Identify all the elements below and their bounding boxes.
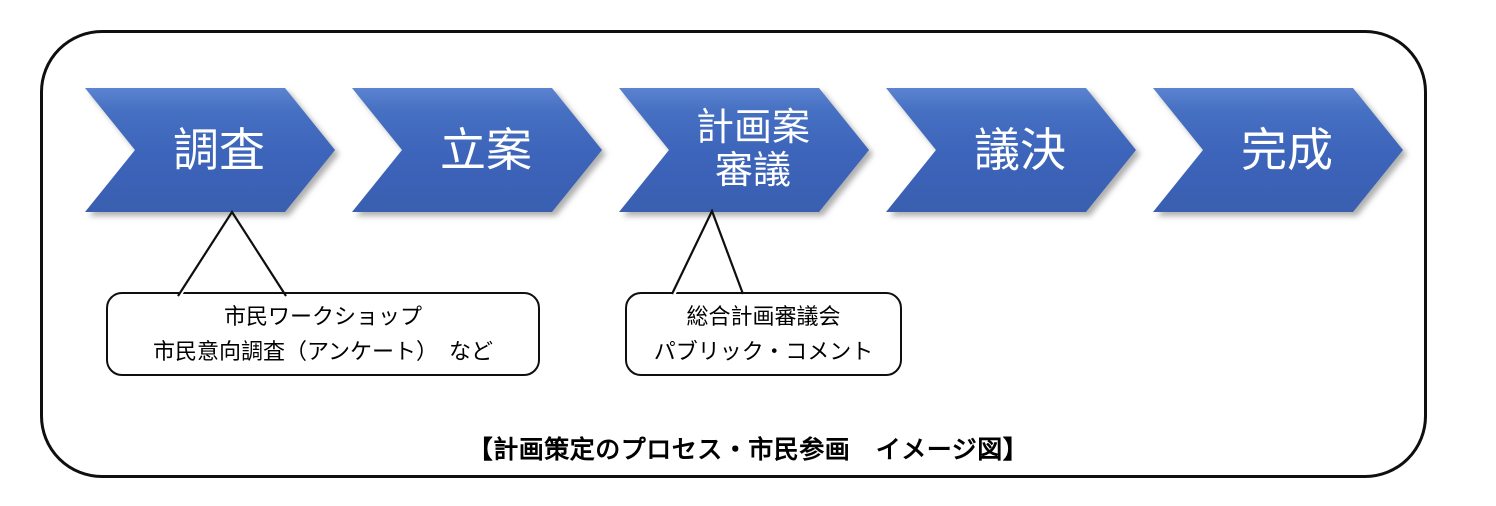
step-label-line: 議決: [974, 123, 1066, 176]
step-label-line: 立案: [440, 123, 532, 176]
callout-text-line: 市民ワークショップ: [223, 304, 422, 329]
callout-text-line: パブリック・コメント: [653, 339, 874, 364]
step-label: 議決: [974, 126, 1066, 174]
step-label: 完成: [1241, 126, 1333, 174]
process-step-planning: 立案: [352, 88, 602, 212]
process-step-survey: 調査: [85, 88, 335, 212]
callout-text-line: 総合計画審議会: [686, 304, 841, 329]
callout-text-line: 市民意向調査（アンケート） など: [152, 339, 494, 364]
process-step-resolution: 議決: [886, 88, 1136, 212]
chevron-arrow-shape: 計画案 審議: [619, 88, 869, 212]
step-label: 調査: [173, 126, 265, 174]
step-label-line: 審議: [714, 150, 791, 192]
callout-citizen-participation: 市民ワークショップ 市民意向調査（アンケート） など: [106, 292, 540, 376]
step-label-line: 完成: [1241, 123, 1333, 176]
chevron-arrow-shape: 立案: [352, 88, 602, 212]
chevron-arrow-shape: 議決: [886, 88, 1136, 212]
step-label-line: 調査: [173, 123, 265, 176]
process-step-completion: 完成: [1153, 88, 1403, 212]
chevron-arrow-shape: 調査: [85, 88, 335, 212]
chevron-arrow-shape: 完成: [1153, 88, 1403, 212]
callout-pointer: [177, 210, 287, 302]
step-label: 計画案 審議: [696, 107, 810, 192]
process-step-deliberation: 計画案 審議: [619, 88, 869, 212]
callout-council-comment: 総合計画審議会 パブリック・コメント: [625, 292, 902, 376]
callout-pointer: [671, 209, 745, 303]
step-label-line: 計画案: [695, 107, 810, 150]
process-chevron-row: 調査 立案 計画案 審議 議決: [85, 88, 1405, 212]
diagram-caption: 【計画策定のプロセス・市民参画 イメージ図】: [467, 436, 1029, 464]
step-label: 立案: [440, 126, 532, 174]
